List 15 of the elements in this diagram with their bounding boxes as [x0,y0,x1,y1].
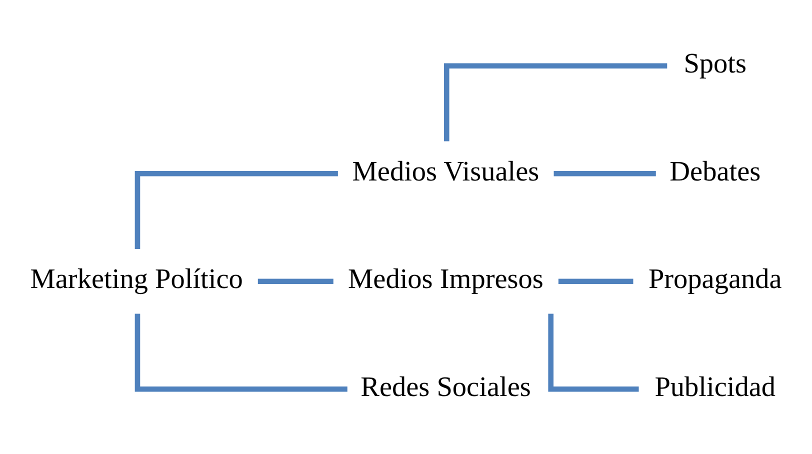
node-text: Propaganda [648,264,782,295]
node-text: Marketing Político [30,264,243,295]
connector [258,278,334,284]
node-text: Debates [670,156,761,187]
connector [134,313,348,392]
connector [444,62,668,141]
node-text: Medios Impresos [348,264,544,295]
node-text: Medios Visuales [352,156,540,187]
connector [554,170,656,176]
node-text: Spots [684,48,747,80]
connector [134,170,338,249]
node-text: Redes Sociales [360,371,531,402]
connector [558,278,634,284]
connector [548,313,639,392]
node-text: Publicidad [654,371,776,402]
